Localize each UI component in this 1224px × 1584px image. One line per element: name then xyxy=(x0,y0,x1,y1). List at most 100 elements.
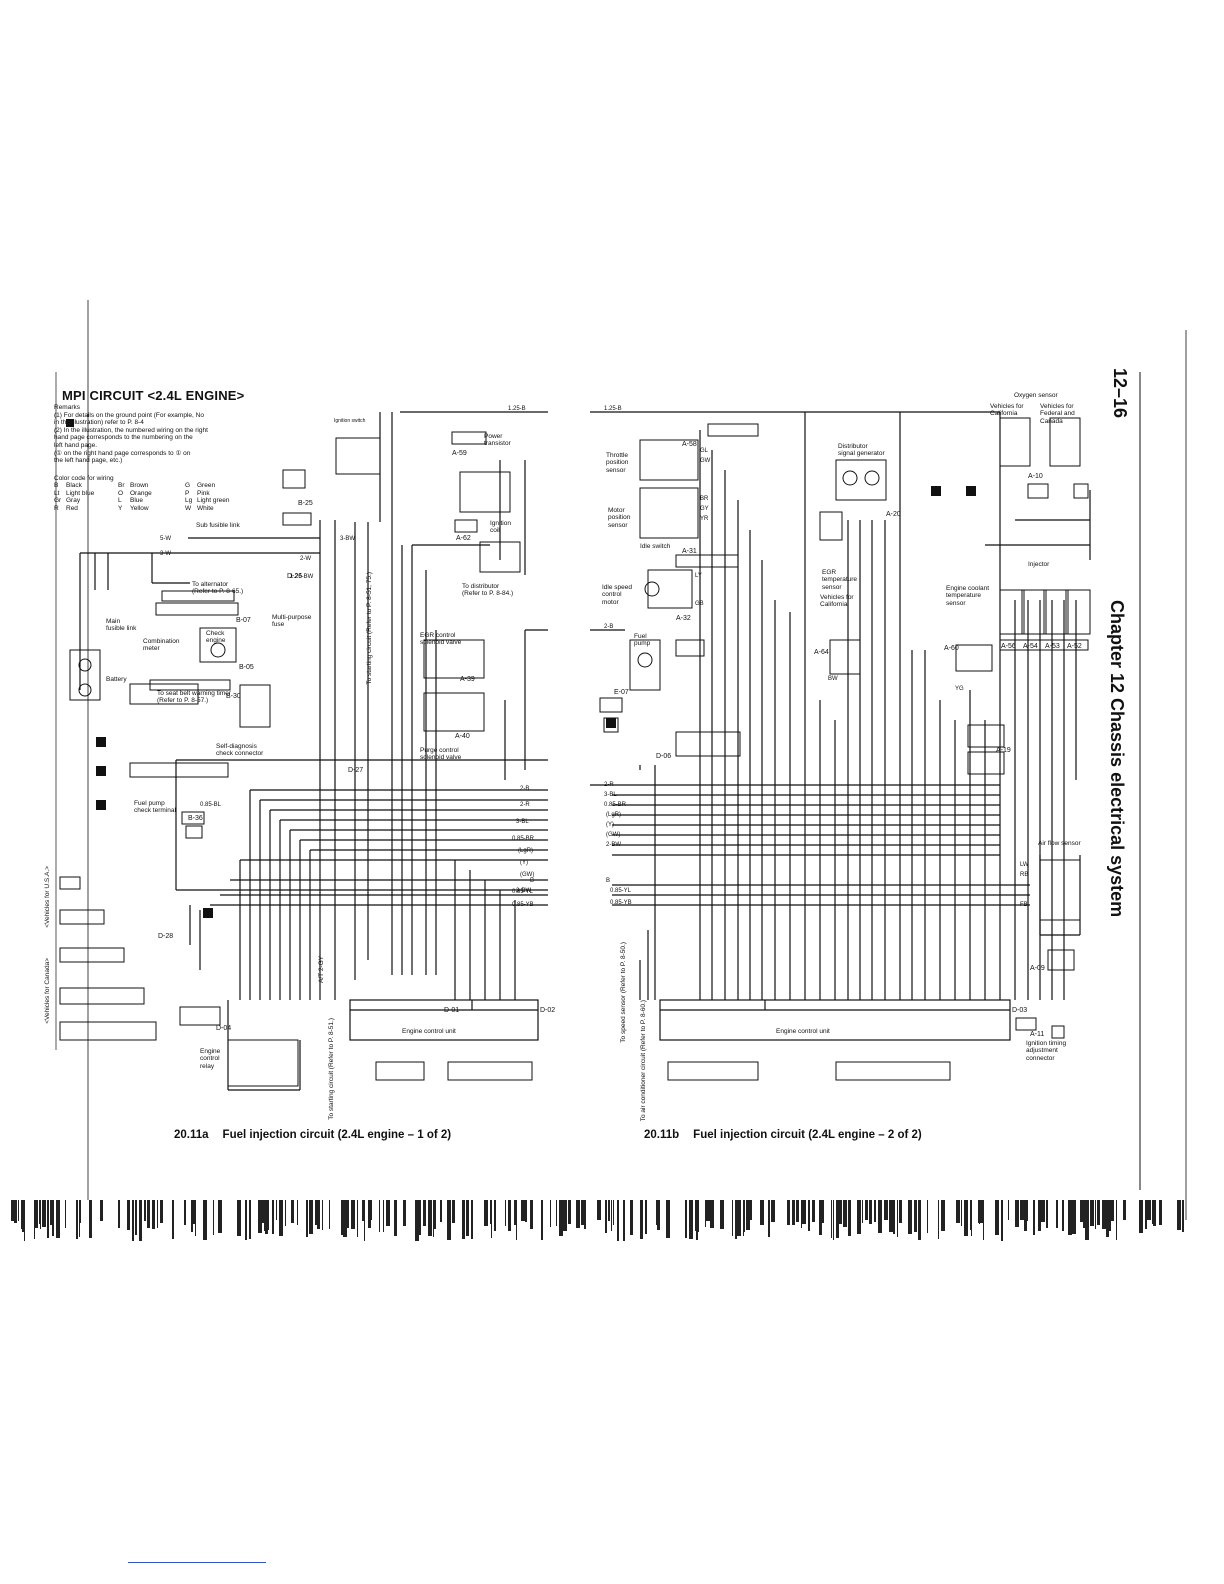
scan-artifact-bar xyxy=(157,1200,158,1228)
scan-artifact-bar xyxy=(89,1200,92,1238)
motor-position-sensor-label: Motor position sensor xyxy=(608,507,631,529)
connector-id: D-27 xyxy=(348,767,363,774)
wire-code: YG xyxy=(955,686,964,692)
connector-id: A-64 xyxy=(814,649,829,656)
ignition-switch-label: Ignition switch xyxy=(334,418,366,424)
scan-artifact-bar xyxy=(1072,1200,1076,1234)
scan-artifact-bar xyxy=(792,1200,795,1225)
scan-artifact-bar xyxy=(24,1200,25,1241)
scan-artifact-bar xyxy=(466,1200,469,1236)
scan-artifact-bar xyxy=(152,1200,155,1229)
scan-artifact-bar xyxy=(76,1200,78,1239)
scan-artifact-bar xyxy=(80,1200,81,1223)
scan-artifact-bar xyxy=(656,1200,657,1225)
scan-artifact-bar xyxy=(623,1200,625,1241)
wire-code: 0.85-YB xyxy=(512,902,534,908)
wire-code: GY xyxy=(700,506,709,512)
connector-id: A-58 xyxy=(682,441,697,448)
remarks-line: in the illustration) refer to P. 8-4 xyxy=(54,419,144,427)
wire-code: (GW) xyxy=(520,872,534,878)
fuel-pump-label: Fuel pump xyxy=(634,633,651,648)
scan-artifact-bar xyxy=(132,1200,134,1241)
scan-artifact-bar xyxy=(40,1200,41,1229)
ignition-coil-label: Ignition coil xyxy=(490,520,511,535)
scan-artifact-bar xyxy=(56,1200,60,1238)
seat-belt-label: To seat belt warning timer (Refer to P. … xyxy=(157,690,232,705)
scan-artifact-bar xyxy=(869,1200,872,1224)
scan-artifact-bar xyxy=(927,1200,928,1233)
to-distributor-label: To distributor (Refer to P. 8-84.) xyxy=(462,583,514,598)
wire-code: LY xyxy=(695,573,702,579)
scan-artifact-bar xyxy=(918,1200,921,1240)
scan-artifact-bar xyxy=(1097,1200,1100,1225)
scan-artifact-bar xyxy=(743,1200,744,1236)
scan-artifact-bar xyxy=(347,1200,349,1228)
wire-code: (LgR) xyxy=(606,812,621,818)
scan-artifact-bar xyxy=(521,1200,525,1221)
scan-artifact-bar xyxy=(1015,1200,1019,1227)
scan-artifact-bar xyxy=(127,1200,130,1230)
scan-artifact-bar xyxy=(276,1200,277,1220)
wire-code: BW xyxy=(828,676,838,682)
scan-artifact-bar xyxy=(956,1200,960,1223)
scan-artifact-bar xyxy=(608,1200,610,1221)
scan-artifact-bar xyxy=(640,1200,643,1239)
scan-artifact-bar xyxy=(18,1200,19,1221)
wire-lines xyxy=(55,300,1187,1220)
scan-artifact-bar xyxy=(695,1200,696,1231)
scan-artifact-bar xyxy=(979,1200,980,1224)
wire-code: (GW) xyxy=(606,832,620,838)
footer-rule xyxy=(128,1562,266,1563)
at-2gy-label: A/T 2-GY xyxy=(318,956,325,983)
scan-artifact-bar xyxy=(971,1200,972,1236)
scan-artifact-bar xyxy=(938,1200,939,1239)
scan-artifact-bar xyxy=(191,1200,193,1232)
scan-artifact-bar xyxy=(1139,1200,1143,1233)
scan-artifact-bar xyxy=(1056,1200,1058,1228)
egr-temperature-sensor-label: EGR temperature sensor xyxy=(822,569,858,591)
connector-id: A-20 xyxy=(886,511,901,518)
wire-code: 0.85-YL xyxy=(512,889,534,895)
scan-artifact-bar xyxy=(746,1200,750,1230)
scan-artifact-bar xyxy=(576,1200,580,1228)
scan-artifact-bar xyxy=(1041,1200,1045,1222)
scan-artifact-bar xyxy=(383,1200,384,1232)
scan-artifact-bar xyxy=(689,1200,693,1239)
wire-code: 0.85-BR xyxy=(604,802,627,808)
caption-right-number: 20.11b xyxy=(644,1129,680,1141)
vehicles-canada-label: <Vehicles for Canada> xyxy=(44,958,51,1024)
connector-id: A-32 xyxy=(676,615,691,622)
scan-artifact-bar xyxy=(941,1200,945,1231)
scan-artifact-bar xyxy=(822,1200,824,1223)
ground-point-marks xyxy=(66,419,976,918)
scan-artifact-bar xyxy=(172,1200,174,1239)
scan-artifact-bar xyxy=(563,1200,567,1231)
scan-artifact-bar xyxy=(371,1200,372,1220)
caption-left-text: Fuel injection circuit (2.4L engine – 1 … xyxy=(222,1129,452,1141)
scan-artifact-bar xyxy=(1080,1200,1083,1222)
color-code-heading: Color code for wiring xyxy=(54,475,114,482)
scan-artifact-bar xyxy=(50,1200,52,1225)
scan-artifact-bar xyxy=(447,1200,451,1240)
scan-artifact-bar xyxy=(893,1200,895,1234)
scan-artifact-bar xyxy=(364,1200,365,1241)
scan-artifact-bar xyxy=(440,1200,442,1222)
scan-artifact-bar xyxy=(995,1200,999,1235)
scan-artifact-bar xyxy=(802,1200,806,1224)
wire-code: 1.25-B xyxy=(508,406,526,412)
scan-artifact-bar xyxy=(357,1200,358,1237)
connector-id: B-30 xyxy=(226,693,241,700)
vehicles-usa-label: <Vehicles for U.S.A.> xyxy=(44,866,51,928)
scan-artifact-bar xyxy=(237,1200,241,1236)
wire-code: 0.85-BL xyxy=(200,802,222,808)
scan-artifact-bar xyxy=(309,1200,313,1234)
connector-id: A-39 xyxy=(460,676,475,683)
scan-artifact-bar xyxy=(1038,1200,1041,1231)
scan-artifact-bar xyxy=(52,1200,54,1236)
scan-artifact-bar xyxy=(1085,1200,1089,1240)
scan-artifact-bar xyxy=(490,1200,491,1224)
scan-artifact-bar xyxy=(980,1200,983,1223)
scan-artifact-bar xyxy=(801,1200,802,1228)
